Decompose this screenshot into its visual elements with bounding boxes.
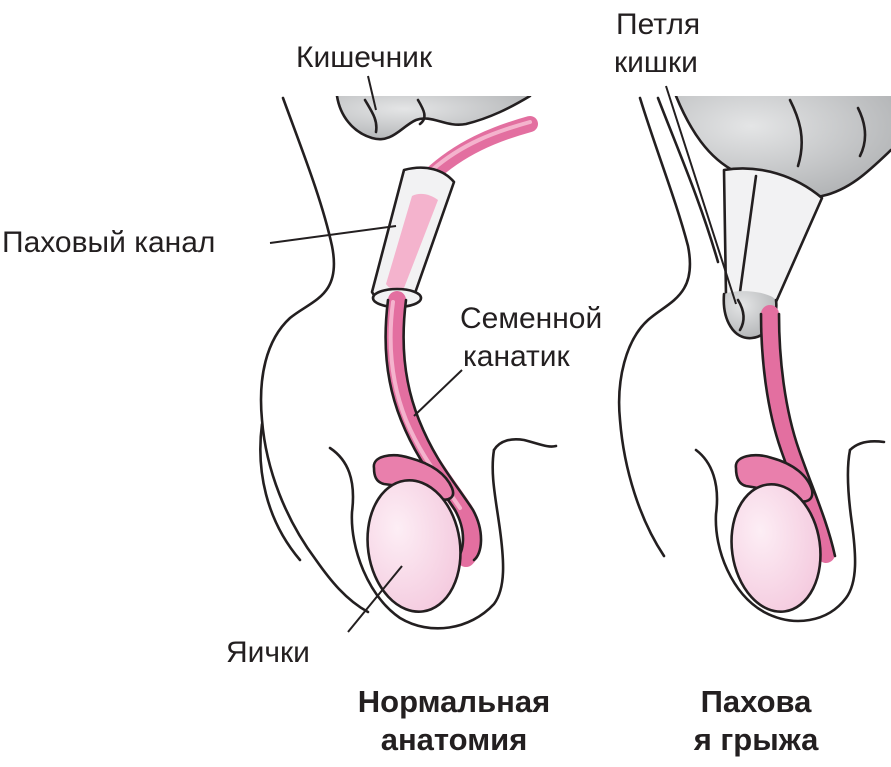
label-testicles: Яички: [226, 636, 310, 669]
caption-normal-2: анатомия: [381, 722, 528, 757]
epididymis-hernia: [735, 455, 813, 502]
hernia-panel: [617, 96, 891, 623]
inguinal-canal-shape: [370, 166, 456, 309]
label-bowel-loop-1: Петля: [616, 8, 700, 41]
body-outline-normal: [259, 96, 370, 614]
leader-intestine: [367, 75, 377, 111]
thigh-outline-hernia: [694, 448, 857, 623]
inguinal-canal-hernia: [722, 167, 824, 310]
label-bowel-loop-2: кишки: [614, 46, 698, 79]
caption-hernia-1: Пахова: [701, 684, 813, 719]
label-spermatic-cord-2: канатик: [463, 340, 571, 373]
testis-hernia: [731, 484, 821, 612]
label-inguinal-canal: Паховый канал: [2, 226, 215, 259]
intestine-normal-shape: [337, 96, 530, 140]
normal-anatomy-panel: [259, 96, 558, 630]
label-intestine: Кишечник: [296, 41, 433, 74]
leader-bowel-loop: [665, 85, 737, 305]
caption-normal-1: Нормальная: [358, 684, 550, 719]
caption-hernia-2: я грыжа: [693, 722, 819, 757]
label-spermatic-cord-1: Семенной: [460, 302, 602, 335]
spermatic-cord-hernia: [761, 305, 835, 563]
leader-inguinal-canal: [269, 225, 397, 244]
intestine-hernia-shape: [676, 96, 891, 197]
intestine-normal: [335, 96, 532, 141]
spermatic-cord-upper-normal: [422, 116, 538, 184]
leader-spermatic-cord: [413, 369, 463, 417]
leader-testicles: [347, 565, 403, 633]
thigh-outline-normal: [328, 446, 505, 630]
body-outline-hernia: [617, 96, 692, 558]
spermatic-cord-lower-normal: [385, 291, 482, 567]
